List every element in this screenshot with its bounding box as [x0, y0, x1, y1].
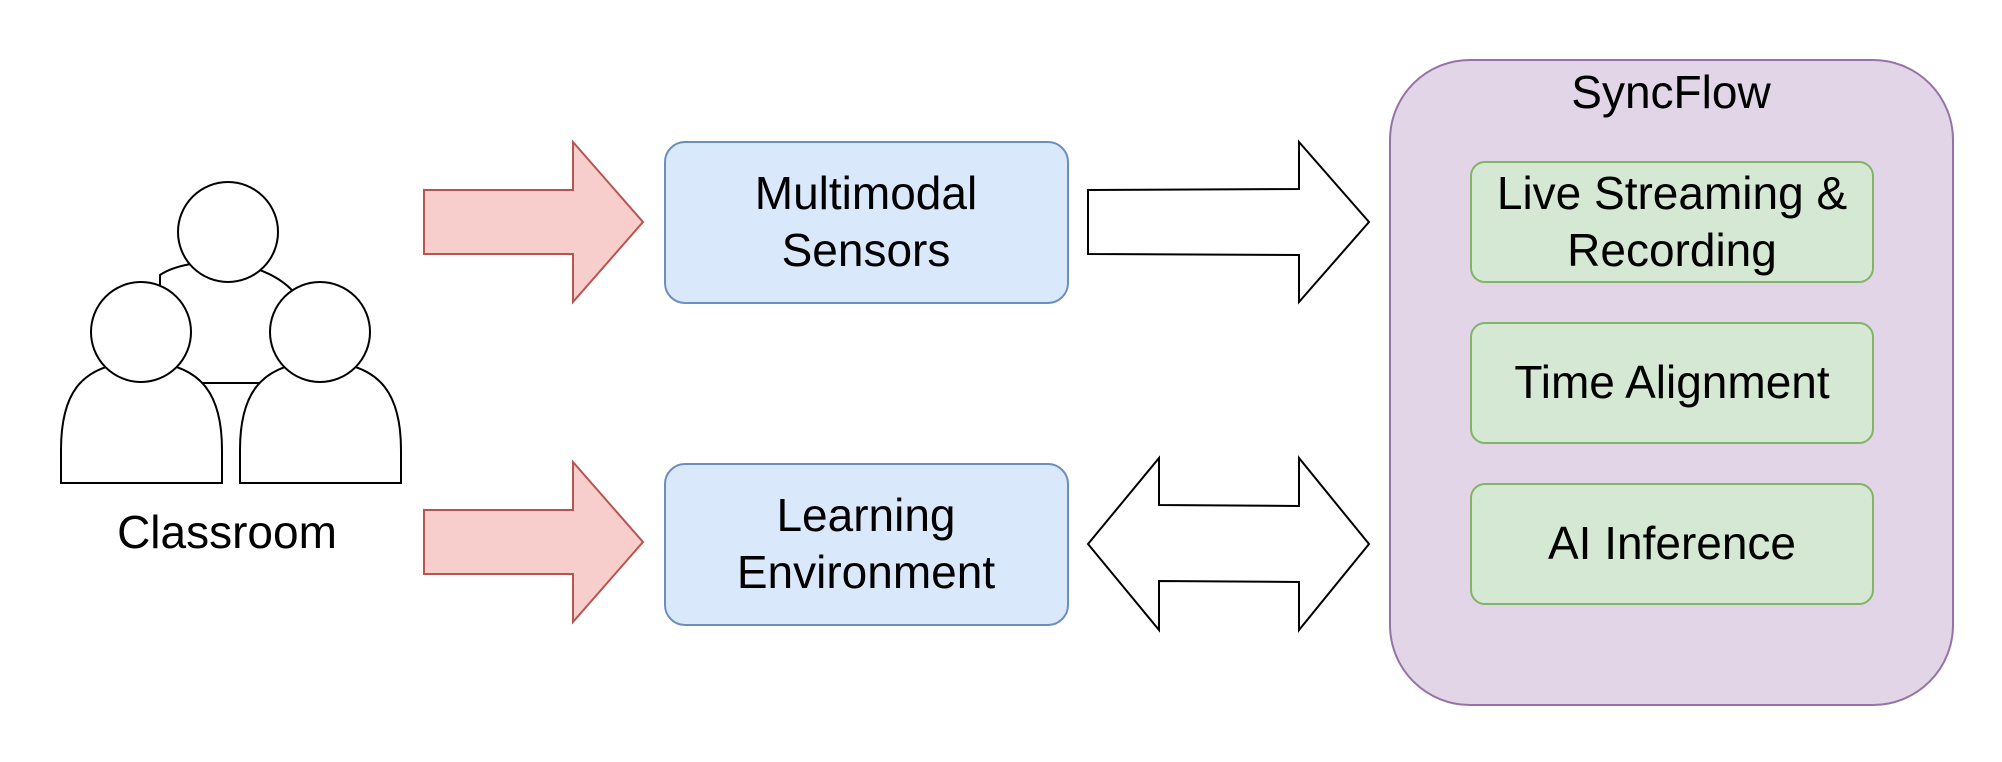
ai-inference-box [1470, 483, 1874, 605]
learning-environment-label-line2: Environment [737, 546, 995, 598]
classroom-label: Classroom [117, 506, 337, 558]
live-streaming-recording-box [1470, 161, 1874, 283]
group-of-people-icon [60, 181, 402, 484]
syncflow-title: SyncFlow [1571, 66, 1771, 118]
ai-inference-label: AI Inference [1548, 517, 1796, 569]
live-streaming-recording-label-line2: Recording [1567, 224, 1777, 276]
multimodal-sensors-box [664, 141, 1069, 304]
time-alignment-label: Time Alignment [1514, 356, 1830, 408]
input-arrow-to-sensors [423, 139, 645, 305]
environment-syncflow-bidirectional-arrow [1086, 455, 1371, 633]
input-arrow-to-environment [423, 459, 645, 625]
multimodal-sensors-label-line2: Sensors [782, 224, 951, 276]
multimodal-sensors-label-line1: Multimodal [755, 167, 977, 219]
sensors-to-syncflow-arrow [1087, 139, 1371, 305]
live-streaming-recording-label-line1: Live Streaming & [1497, 167, 1847, 219]
learning-environment-box [664, 463, 1069, 626]
learning-environment-label-line1: Learning [776, 489, 955, 541]
time-alignment-box [1470, 322, 1874, 444]
